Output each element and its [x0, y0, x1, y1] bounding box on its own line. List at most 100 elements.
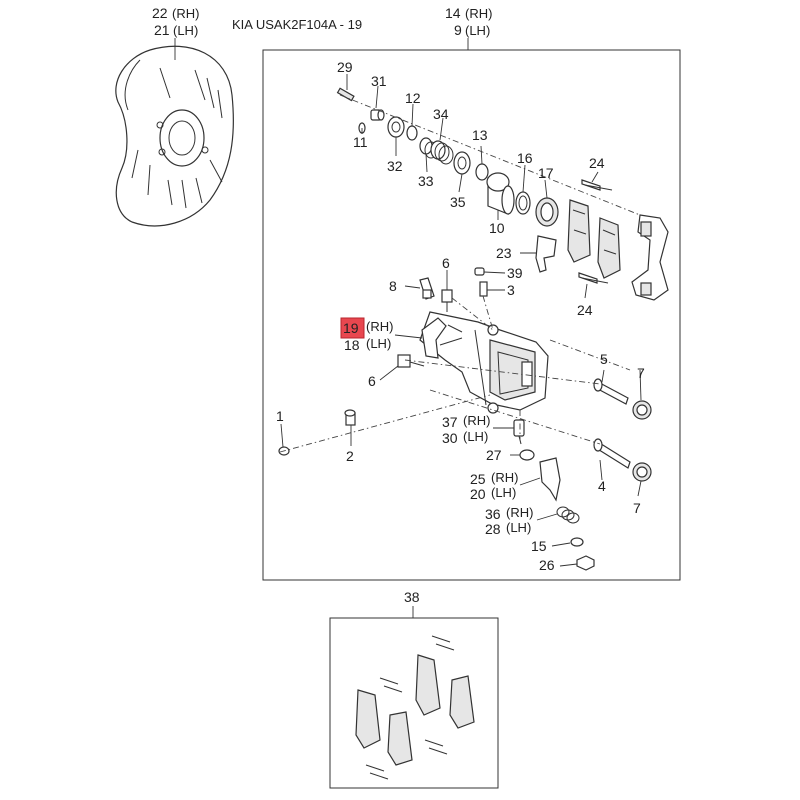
label-29: 29: [337, 59, 353, 75]
label-28-lh: (LH): [506, 520, 531, 535]
label-6-top: 6: [442, 255, 450, 271]
pad-kit-shims: [365, 635, 455, 780]
dust-shield[interactable]: [115, 45, 234, 227]
label-7-bottom: 7: [633, 500, 641, 516]
spring-36[interactable]: [556, 506, 580, 524]
label-36-rh: (RH): [506, 505, 533, 520]
caliper-body[interactable]: [419, 311, 549, 414]
label-24-top: 24: [589, 155, 605, 171]
label-16: 16: [517, 150, 533, 166]
pad-kit-pad-1[interactable]: [355, 689, 381, 749]
bleeder-3[interactable]: [479, 281, 488, 297]
label-5: 5: [600, 351, 608, 367]
pad-kit-pad-4[interactable]: [449, 675, 475, 729]
label-2: 2: [346, 448, 354, 464]
label-19-rh: (RH): [366, 319, 393, 334]
washer-12[interactable]: [406, 125, 418, 141]
clip-23[interactable]: [535, 235, 557, 273]
label-4: 4: [598, 478, 606, 494]
label-20: 20: [470, 486, 486, 502]
label-10: 10: [489, 220, 505, 236]
label-22: 22: [152, 5, 168, 21]
label-14: 14: [445, 5, 461, 21]
pad-inner[interactable]: [567, 199, 591, 263]
sensor-37[interactable]: [513, 419, 525, 445]
boot-7-bottom[interactable]: [632, 462, 652, 482]
nut-26[interactable]: [576, 555, 595, 571]
piston-10[interactable]: [486, 172, 515, 215]
boot-7-top[interactable]: [632, 400, 652, 420]
bolt-6-top[interactable]: [441, 289, 453, 312]
label-39: 39: [507, 265, 523, 281]
label-36: 36: [485, 506, 501, 522]
guide-pin-5[interactable]: [593, 378, 629, 405]
label-26: 26: [539, 557, 555, 573]
label-21: 21: [154, 22, 170, 38]
label-33: 33: [418, 173, 434, 189]
pad-kit-frame: [329, 617, 499, 789]
washer-15[interactable]: [570, 537, 584, 547]
bracket-arm[interactable]: [421, 317, 447, 359]
label-8: 8: [389, 278, 397, 294]
label-19: 19: [343, 320, 359, 336]
label-31: 31: [371, 73, 387, 89]
bolt-2[interactable]: [344, 409, 356, 426]
label-14-rh: (RH): [465, 6, 492, 21]
label-17: 17: [538, 165, 554, 181]
label-9-lh: (LH): [465, 23, 490, 38]
label-25-rh: (RH): [491, 470, 518, 485]
pad-kit-pad-3[interactable]: [415, 654, 441, 716]
label-30-lh: (LH): [463, 429, 488, 444]
cap-39[interactable]: [474, 267, 485, 276]
pad-outer[interactable]: [597, 217, 621, 279]
label-13: 13: [472, 127, 488, 143]
boot-17[interactable]: [535, 197, 559, 227]
label-34: 34: [433, 106, 449, 122]
spring-34[interactable]: [430, 140, 454, 165]
ring-32[interactable]: [387, 116, 405, 138]
shim-24-top[interactable]: [581, 179, 613, 191]
label-9: 9: [454, 22, 462, 38]
label-37: 37: [442, 414, 458, 430]
label-6-left: 6: [368, 373, 376, 389]
caliper-assembly-frame: [262, 49, 681, 581]
label-15: 15: [531, 538, 547, 554]
label-37-rh: (RH): [463, 413, 490, 428]
label-25: 25: [470, 471, 486, 487]
label-28: 28: [485, 521, 501, 537]
label-18: 18: [344, 337, 360, 353]
catalog-ref: KIA USAK2F104A - 19: [232, 17, 362, 32]
label-12: 12: [405, 90, 421, 106]
carrier-bracket[interactable]: [631, 214, 669, 301]
label-11: 11: [353, 134, 368, 150]
ring-13[interactable]: [475, 163, 489, 181]
label-18-lh: (LH): [366, 336, 391, 351]
label-24-bottom: 24: [577, 302, 593, 318]
cap-31[interactable]: [370, 109, 385, 121]
highlight-part-19: [340, 317, 365, 339]
pad-kit-pad-2[interactable]: [387, 711, 413, 766]
label-22-rh: (RH): [172, 6, 199, 21]
pin-29[interactable]: [336, 87, 355, 102]
label-32: 32: [387, 158, 403, 174]
seal-16[interactable]: [515, 191, 531, 215]
label-3: 3: [507, 282, 515, 298]
label-7-top: 7: [637, 365, 645, 381]
bolt-6-left[interactable]: [397, 354, 425, 368]
label-30: 30: [442, 430, 458, 446]
label-21-lh: (LH): [173, 23, 198, 38]
shim-24-bottom[interactable]: [578, 272, 609, 284]
label-1: 1: [276, 408, 284, 424]
washer-27[interactable]: [519, 449, 535, 461]
hose-8[interactable]: [419, 277, 435, 300]
label-23: 23: [496, 245, 512, 261]
seal-35[interactable]: [453, 151, 471, 175]
guide-pin-4[interactable]: [593, 438, 631, 469]
label-27: 27: [486, 447, 502, 463]
label-20-lh: (LH): [491, 485, 516, 500]
bracket-25[interactable]: [539, 457, 561, 502]
label-35: 35: [450, 194, 466, 210]
label-38: 38: [404, 589, 420, 605]
